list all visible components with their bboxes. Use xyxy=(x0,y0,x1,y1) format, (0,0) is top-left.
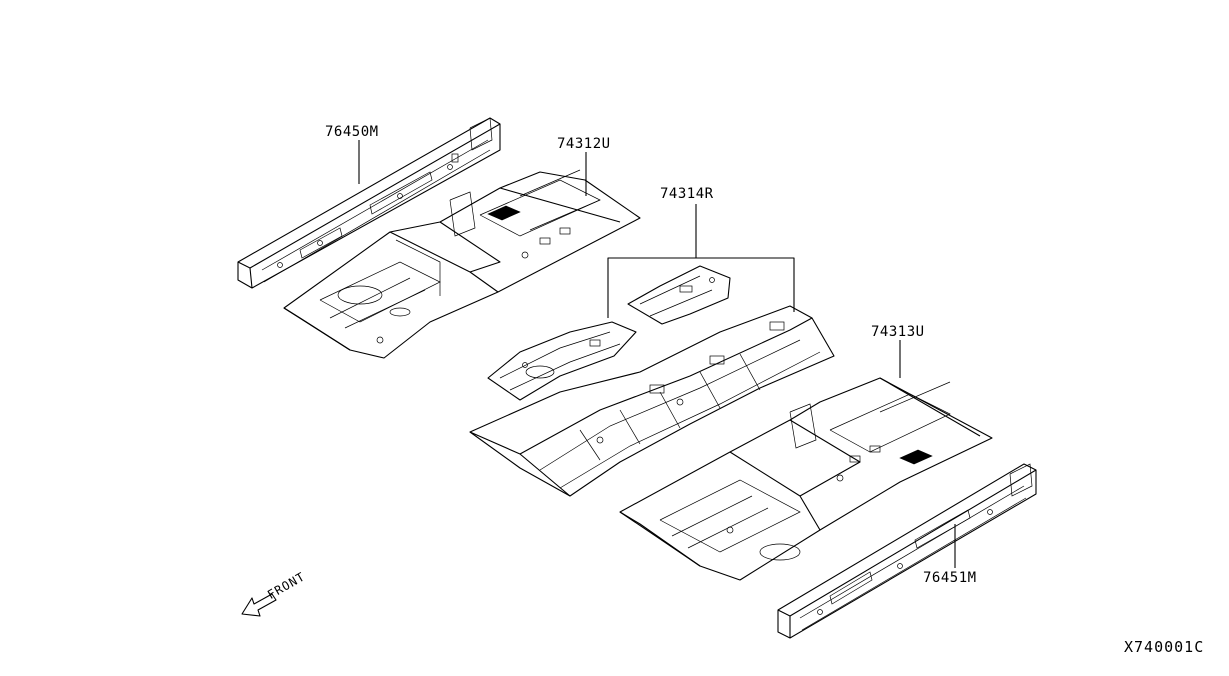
front-floor-panel-left-part xyxy=(283,169,641,359)
tunnel-reinforcement-rear-part xyxy=(627,265,731,325)
diagram-code: X740001C xyxy=(1124,638,1205,656)
tunnel-reinforcement-front-part xyxy=(487,321,637,401)
part-number-76450M: 76450M xyxy=(325,124,379,140)
part-number-74312U: 74312U xyxy=(557,136,611,152)
center-floor-tunnel-part xyxy=(469,305,835,497)
part-number-74313U: 74313U xyxy=(871,324,925,340)
front-direction-arrow-icon xyxy=(241,593,277,617)
part-number-76451M: 76451M xyxy=(923,570,977,586)
part-number-74314R: 74314R xyxy=(660,186,714,202)
leader-lines xyxy=(358,140,956,568)
left-sill-inner-part xyxy=(237,117,501,289)
right-sill-inner-part xyxy=(777,463,1037,639)
front-floor-panel-right-part xyxy=(619,377,993,581)
